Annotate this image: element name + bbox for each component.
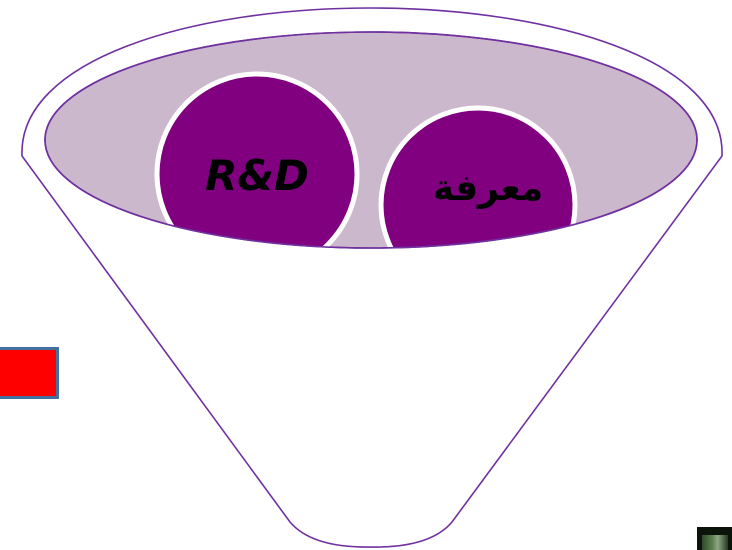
red-rectangle <box>0 347 59 399</box>
ball-knowledge-label: معرفة <box>433 168 543 209</box>
funnel-opening <box>45 32 697 248</box>
photo-thumbnail-icon <box>697 527 732 550</box>
ball-rnd-label: R&D <box>205 151 309 200</box>
